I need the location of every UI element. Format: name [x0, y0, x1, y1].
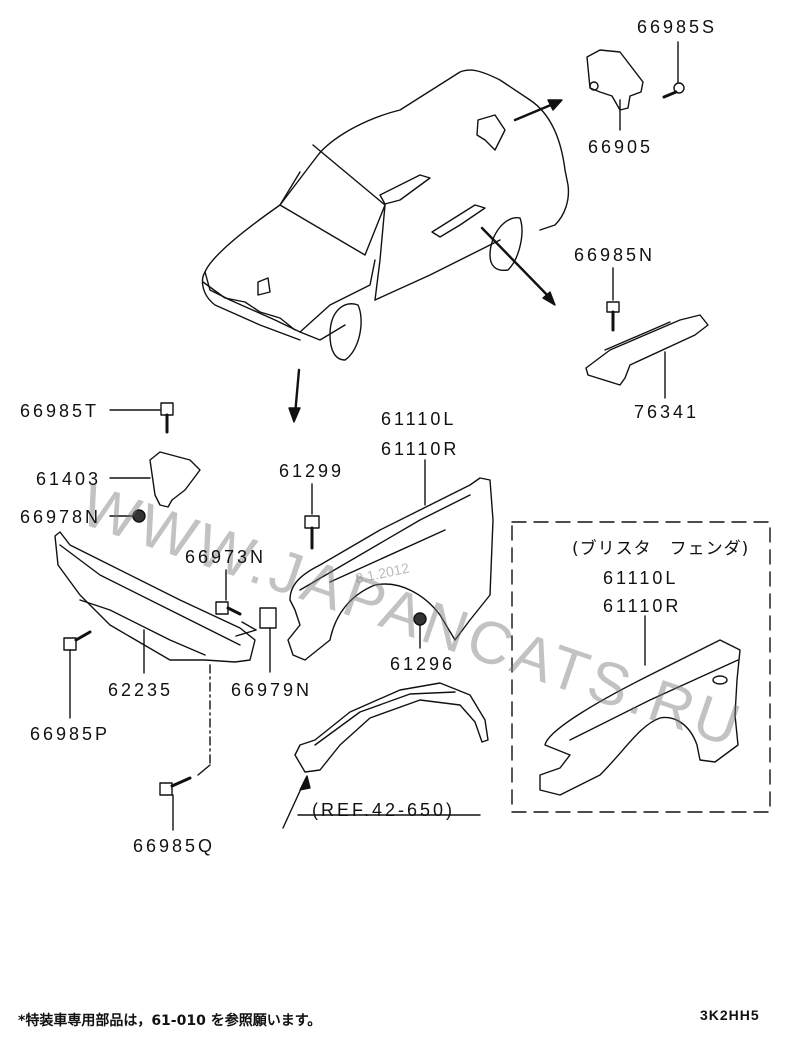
- part-label-61110L: 61110L: [381, 409, 457, 429]
- bolt-66973N: [215, 569, 257, 637]
- part-label-66979N: 66979N: [231, 680, 313, 700]
- vehicle-outline: [201, 69, 570, 361]
- bracket-66905: [586, 49, 644, 131]
- part-label-66985Q: 66985Q: [133, 836, 216, 856]
- part-label-62235: 62235: [108, 680, 174, 700]
- fender-liner: [282, 682, 489, 829]
- optional-part-label-left: 61110L: [603, 568, 679, 588]
- reference-label: (REF.42-650): [312, 800, 456, 820]
- arrow-to-66905: [513, 99, 563, 122]
- nut-61296: [413, 612, 427, 649]
- part-label-66985T: 66985T: [20, 401, 100, 421]
- part-label-61296: 61296: [390, 654, 456, 674]
- part-label-61299: 61299: [279, 461, 345, 481]
- part-label-66985S: 66985S: [637, 17, 718, 37]
- bolt-66985S: [662, 41, 685, 99]
- footnote: *特装車専用部品は，61-010 を参照願います。: [18, 1013, 322, 1029]
- part-label-61403: 61403: [36, 469, 102, 489]
- part-label-66985P: 66985P: [30, 724, 111, 744]
- part-label-66905: 66905: [588, 137, 654, 157]
- part-label-76341: 76341: [634, 402, 700, 422]
- optional-part-label-right: 61110R: [603, 596, 682, 616]
- bracket-76341: [585, 314, 709, 399]
- optional-box-border: [511, 521, 771, 813]
- bolt-61299: [304, 483, 320, 550]
- blister-fender: [539, 615, 741, 796]
- bolt-66985P: [63, 630, 92, 719]
- optional-box-title: (ブリスタ フェンダ): [572, 539, 750, 559]
- arrow-to-front: [288, 368, 301, 423]
- bolt-66985N: [606, 267, 620, 332]
- clip-66979N: [259, 607, 277, 673]
- fender-61110: [287, 459, 494, 661]
- part-label-61110R: 61110R: [381, 439, 460, 459]
- part-label-66985N: 66985N: [574, 245, 656, 265]
- nut-66978N: [109, 509, 146, 523]
- bracket-61403: [109, 451, 201, 508]
- diagram-code: 3K2HH5: [700, 1007, 760, 1023]
- bolt-66985Q: [159, 664, 211, 831]
- grille-62235: [54, 531, 256, 674]
- part-label-66973N: 66973N: [185, 547, 267, 567]
- bolt-66985T: [109, 402, 174, 434]
- arrow-to-76341: [480, 226, 556, 306]
- part-label-66978N: 66978N: [20, 507, 102, 527]
